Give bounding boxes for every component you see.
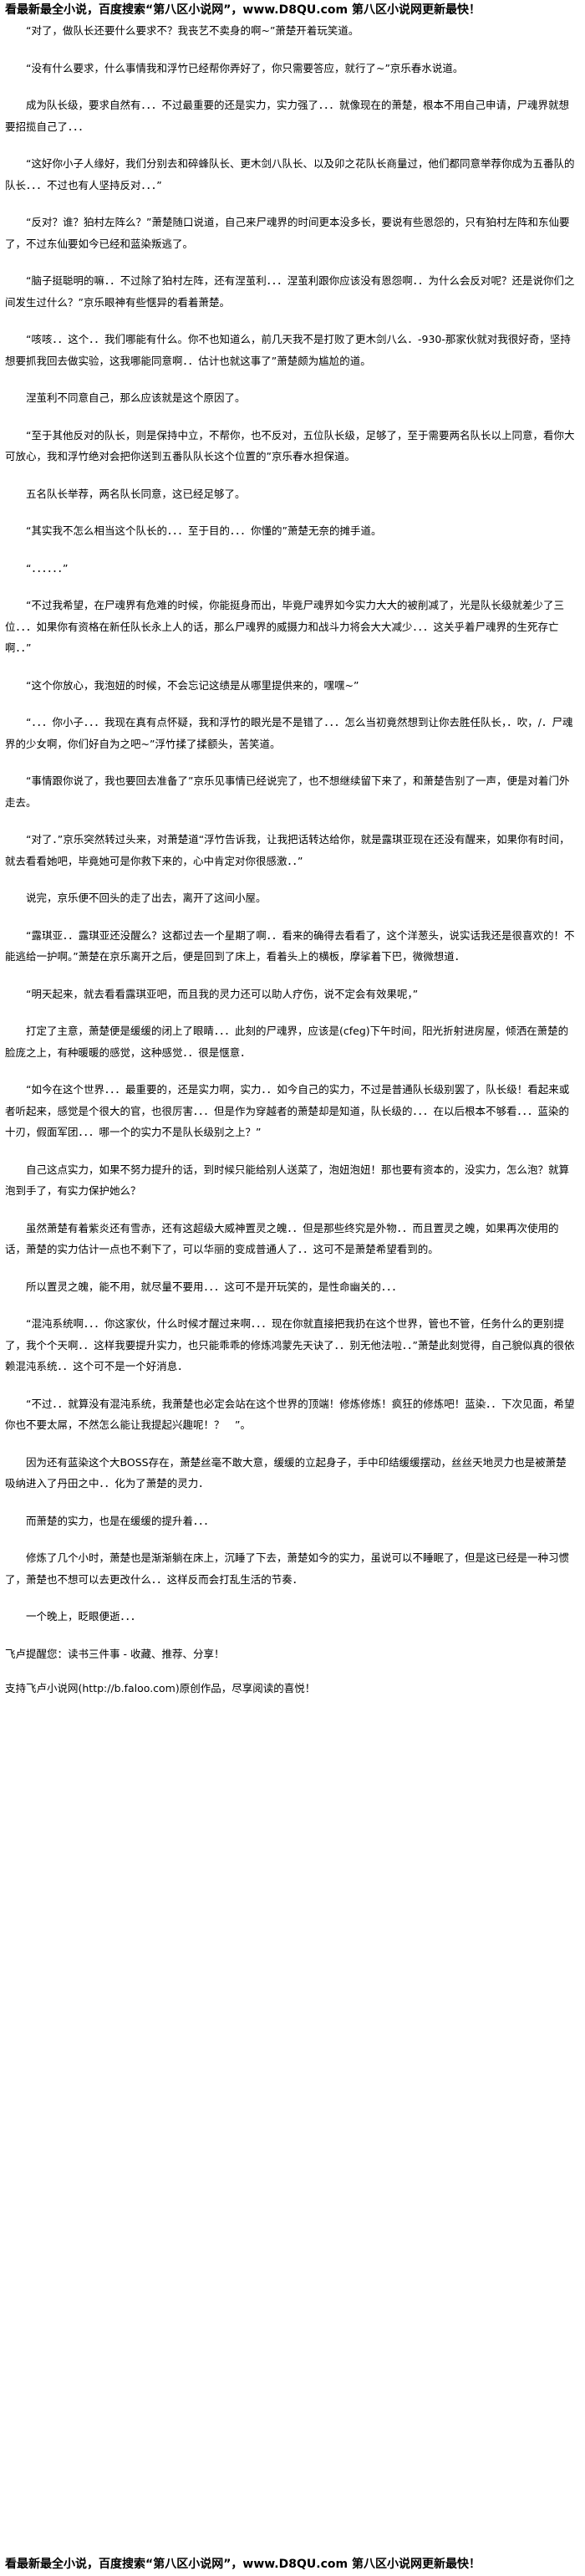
story-paragraph: 而萧楚的实力，也是在缓缓的提升着．．． <box>26 1514 215 1527</box>
story-paragraph: 五名队长举荐，两名队长同意，这已经足够了。 <box>26 487 246 500</box>
story-paragraph: “脑子挺聪明的嘛．．不过除了狛村左阵，还有涅茧利．．．涅茧利跟你应该没有恩怨啊．… <box>5 274 575 309</box>
story-paragraph: “咳咳．．这个．．我们哪能有什么。你不也知道么，前几天我不是打败了更木剑八么．-… <box>5 333 571 367</box>
story-paragraph: “其实我不怎么相当这个队长的．．．至于目的．．．你懂的”萧楚无奈的摊手道。 <box>26 524 382 537</box>
chapter-content: “对了，做队长还要什么要求不？我丧艺不卖身的啊~”萧楚开着玩笑道。 “没有什么要求… <box>5 20 577 1713</box>
story-paragraph: 因为还有蓝染这个大BOSS存在，萧楚丝毫不敢大意，缓缓的立起身子，手中印结缓缓摆… <box>5 1455 567 1490</box>
story-paragraph: 说完，京乐便不回头的走了出去，离开了这间小屋。 <box>26 892 267 904</box>
story-paragraph: “至于其他反对的队长，则是保持中立，不帮你，也不反对，五位队长级，足够了，至于需… <box>5 428 575 463</box>
story-paragraph: 虽然萧楚有着紫炎还有雪赤，还有这超级大威神置灵之魄．．但是那些终究是外物．．而且… <box>5 1221 559 1256</box>
bottom-banner: 看最新最全小说，百度搜索“第八区小说网”，www.D8QU.com 第八区小说网… <box>5 2558 481 2571</box>
story-paragraph: “不过．．就算没有混沌系统，我萧楚也必定会站在这个世界的顶端！修炼修炼！疯狂的修… <box>5 1397 575 1432</box>
story-paragraph: 成为队长级，要求自然有．．．不过最重要的还是实力，实力强了．．．就像现在的萧楚，… <box>5 99 570 133</box>
story-paragraph: “混沌系统啊．．．你这家伙，什么时候才醒过来啊．．．现在你就直接把我扔在这个世界… <box>5 1317 575 1372</box>
story-paragraph: “明天起来，就去看看露琪亚吧，而且我的灵力还可以助人疗伤，说不定会有效果呢，” <box>26 987 419 1000</box>
story-paragraph: “事情跟你说了，我也要回去准备了”京乐见事情已经说完了，也不想继续留下来了，和萧… <box>5 774 570 809</box>
story-paragraph: “如今在这个世界．．．最重要的，还是实力啊，实力．．如今自己的实力，不过是普通队… <box>5 1083 570 1138</box>
story-paragraph: “反对？谁？狛村左阵么？”萧楚随口说道，自己来尸魂界的时间更本没多长，要说有些恩… <box>5 216 570 250</box>
story-paragraph: 自己这点实力，如果不努力提升的话，到时候只能给别人送菜了，泡妞泡妞！那也要有资本… <box>5 1163 570 1198</box>
story-paragraph: “不过我希望，在尸魂界有危难的时候，你能挺身而出，毕竟尸魂界如今实力大大的被削减… <box>5 599 564 654</box>
story-paragraph: “对了，做队长还要什么要求不？我丧艺不卖身的啊~”萧楚开着玩笑道。 <box>26 24 359 37</box>
footer-support-link[interactable]: 支持飞卢小说网(http://b.faloo.com)原创作品，尽享阅读的喜悦！ <box>5 1682 316 1694</box>
footer-tip: 飞卢提醒您：读书三件事 - 收藏、推荐、分享！ <box>5 1647 225 1660</box>
story-paragraph: “对了．”京乐突然转过头来，对萧楚道“浮竹告诉我，让我把话转达给你，就是露琪亚现… <box>5 833 570 867</box>
story-paragraph: 打定了主意，萧楚便是缓缓的闭上了眼睛．．．此刻的尸魂界，应该是(cfeg)下午时… <box>5 1025 569 1059</box>
story-paragraph: 涅茧利不同意自己，那么应该就是这个原因了。 <box>26 391 246 404</box>
story-paragraph: “没有什么要求，什么事情我和浮竹已经帮你弄好了，你只需要答应，就行了~”京乐春水… <box>26 61 464 74</box>
story-paragraph: “露琪亚．．露琪亚还没醒么？这都过去一个星期了啊．．看来的确得去看看了，这个洋葱… <box>5 928 575 963</box>
story-paragraph: “这好你小子人缘好，我们分别去和碎蜂队长、更木剑八队长、以及卯之花队长商量过，他… <box>5 157 575 192</box>
story-paragraph: 所以置灵之魄，能不用，就尽量不要用．．．这可不是开玩笑的，是性命幽关的．．． <box>26 1280 403 1293</box>
story-paragraph: “．．．你小子．．．我现在真有点怀疑，我和浮竹的眼光是不是错了．．．怎么当初竟然… <box>5 716 573 750</box>
story-paragraph: “这个你放心，我泡妞的时候，不会忘记这绩是从哪里提供来的，嘿嘿~” <box>26 678 359 692</box>
story-paragraph: 修炼了几个小时，萧楚也是渐渐躺在床上，沉睡了下去，萧楚如今的实力，虽说可以不睡眠… <box>5 1551 570 1586</box>
top-banner: 看最新最全小说，百度搜索“第八区小说网”，www.D8QU.com 第八区小说网… <box>5 3 481 17</box>
story-paragraph: “．．．．．．” <box>26 561 69 575</box>
story-paragraph: 一个晚上，眨眼便逝．．． <box>26 1610 141 1623</box>
